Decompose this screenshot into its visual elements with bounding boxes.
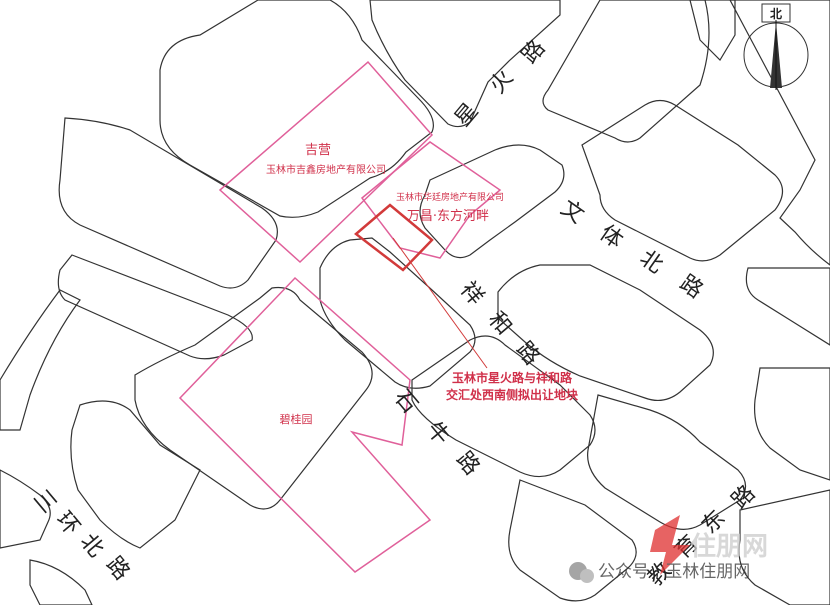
road-wenti-char-1: 文 — [556, 196, 588, 229]
city-block — [70, 400, 201, 549]
road-shiniu-char-1: 石 — [389, 385, 422, 418]
parcel-biguiyuan-outline — [178, 276, 432, 573]
road-ring-char-4: 路 — [101, 552, 134, 585]
city-block — [58, 117, 278, 289]
watermark-logo-icon — [650, 515, 690, 575]
north-arrow: 北 — [743, 3, 809, 90]
road-wenti-char-4: 路 — [675, 271, 707, 304]
road-jiaoyu-char-4: 路 — [727, 481, 760, 514]
north-label: 北 — [770, 6, 782, 21]
road-wenti-char-2: 体 — [595, 221, 627, 254]
city-block — [581, 99, 784, 262]
road-xianghe-char-3: 路 — [511, 337, 544, 370]
city-block — [134, 286, 373, 510]
city-block — [753, 367, 830, 481]
city-block — [319, 237, 476, 389]
city-block — [0, 469, 51, 549]
city-block — [29, 559, 93, 605]
road-xianghe-char-1: 祥 — [455, 277, 488, 310]
road-ring-char-3: 北 — [75, 529, 108, 562]
city-block — [159, 0, 434, 218]
city-block — [57, 254, 253, 360]
parcel-jiying-outline — [218, 60, 434, 264]
label-jiying-name: 吉营 — [305, 143, 331, 158]
road-wenti-char-3: 北 — [635, 246, 667, 279]
target-label-line-2: 交汇处西南侧拟出让地块 — [446, 387, 579, 402]
road-ring-char-2: 环 — [51, 507, 84, 540]
label-jiying-company: 玉林市吉鑫房地产有限公司 — [266, 163, 386, 176]
road-xinghuo-char-2: 火 — [485, 66, 518, 99]
parcel-outlines — [178, 60, 502, 573]
watermark: 住朋网 公众号 · 玉林住朋网 — [569, 515, 768, 583]
city-block — [369, 0, 561, 128]
city-block — [542, 0, 710, 143]
city-block — [508, 479, 637, 602]
target-leader-line — [392, 237, 488, 369]
watermark-caption: 公众号 · 玉林住朋网 — [598, 562, 750, 582]
city-block — [587, 394, 747, 530]
watermark-logo-text: 住朋网 — [690, 531, 768, 562]
target-parcel — [354, 203, 488, 369]
city-block — [745, 267, 830, 346]
road-xinghuo-char-3: 路 — [517, 36, 550, 69]
city-block — [419, 144, 565, 259]
wechat-icon-small — [580, 569, 594, 583]
city-block — [689, 0, 736, 61]
city-block — [0, 289, 81, 431]
label-wanchang-name: 万昌·东方河畔 — [407, 208, 489, 224]
road-labels: 星 火 路 文 体 北 路 祥 和 路 石 牛 路 三 环 北 路 教 育 东 … — [28, 36, 761, 591]
label-biguiyuan: 碧桂园 — [280, 412, 313, 426]
city-block — [497, 264, 714, 402]
label-huating-company: 玉林市华廷房地产有限公司 — [396, 191, 504, 203]
city-block — [411, 335, 596, 478]
city-block — [729, 0, 830, 266]
city-block — [738, 489, 830, 605]
road-xianghe-char-2: 和 — [483, 307, 516, 340]
target-parcel-outline — [354, 203, 434, 272]
road-shiniu-char-2: 牛 — [421, 417, 454, 450]
target-label-line-1: 玉林市星火路与祥和路 — [452, 370, 573, 385]
